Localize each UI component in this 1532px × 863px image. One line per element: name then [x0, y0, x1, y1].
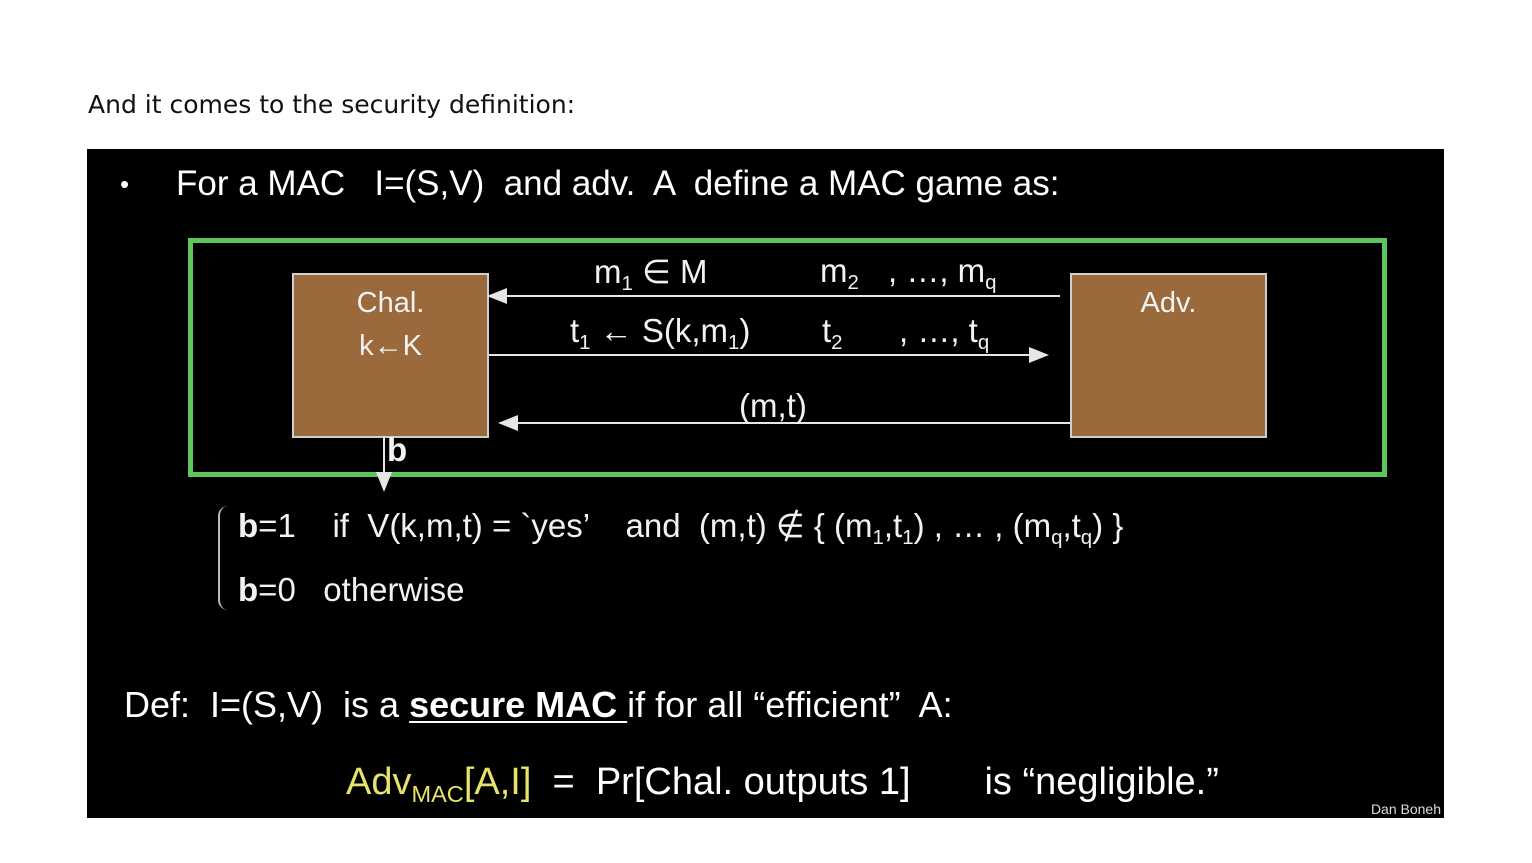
- case-brace: [218, 506, 234, 610]
- lecture-slide: • For a MAC I=(S,V) and adv. A define a …: [87, 149, 1444, 818]
- tag-t2: t2: [822, 312, 843, 355]
- secure-mac-definition: Def: I=(S,V) is a secure MAC if for all …: [124, 684, 953, 725]
- advantage-formula: AdvMAC[A,I] = Pr[Chal. outputs 1] is “ne…: [346, 761, 1219, 808]
- mac-game-frame: [188, 238, 1387, 477]
- forgery-pair: (m,t): [739, 387, 807, 424]
- intro-text: And it comes to the security definition:: [88, 90, 576, 119]
- adversary-label: Adv.: [1140, 287, 1197, 319]
- adversary-box: Adv.: [1070, 273, 1267, 438]
- message-mq: , …, mq: [888, 252, 997, 295]
- condition-b1: b=1 if V(k,m,t) = `yes’ and (m,t) ∉ { (m…: [238, 507, 1124, 550]
- challenger-box: Chal. k←K: [292, 273, 489, 438]
- output-bit-label: b: [387, 431, 408, 468]
- slide-heading: For a MAC I=(S,V) and adv. A define a MA…: [176, 164, 1060, 203]
- message-arrows: [376, 288, 1070, 492]
- condition-b0: b=0 otherwise: [238, 571, 465, 608]
- message-m1: m1 ∈ M: [594, 253, 708, 296]
- message-m2: m2: [820, 252, 859, 295]
- bullet-point: •: [120, 169, 130, 199]
- challenger-label: Chal.: [356, 287, 425, 319]
- tag-t1: t1 ← S(k,m1): [570, 312, 751, 355]
- author-credit: Dan Boneh: [1370, 801, 1441, 817]
- key-generation: k←K: [359, 330, 422, 362]
- tag-tq: , …, tq: [899, 312, 990, 355]
